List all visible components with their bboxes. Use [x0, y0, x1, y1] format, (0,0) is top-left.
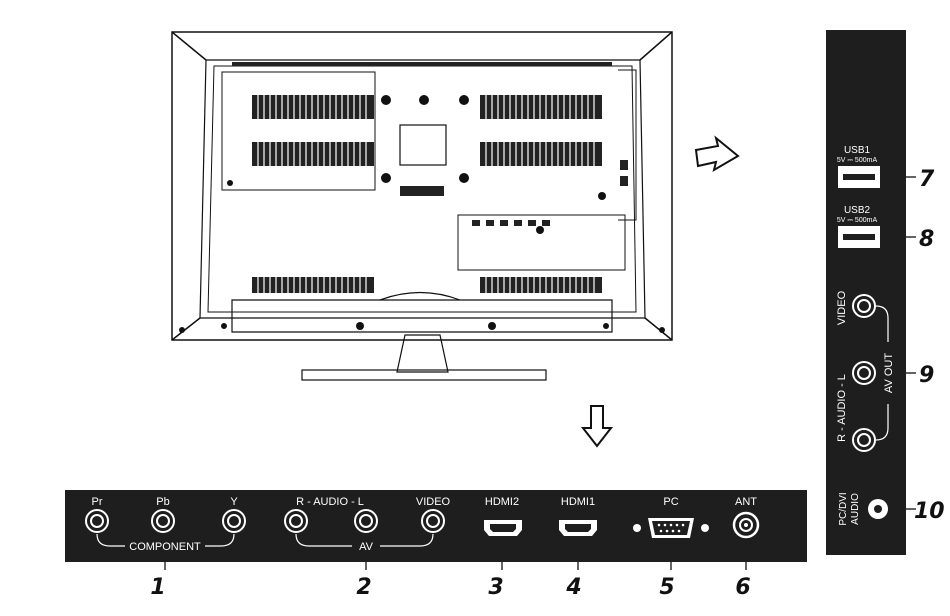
av-out-bracket [875, 305, 889, 441]
callout-4: 4 [565, 575, 581, 600]
av-video-label: VIDEO [416, 496, 451, 508]
component-rca-jacks [85, 509, 246, 533]
usb1-port [838, 166, 880, 188]
callout-6: 6 [735, 575, 750, 600]
tv-screw-holes [179, 95, 665, 333]
callout-5: 5 [659, 575, 674, 600]
av-out-video-label: VIDEO [836, 290, 848, 325]
usb2-port [838, 226, 880, 248]
bottom-callout-leaders [164, 562, 747, 570]
av-bracket [295, 533, 434, 547]
hdmi1-label: HDMI1 [561, 496, 595, 508]
hdmi1-port [559, 520, 597, 536]
av-audio-label: R - AUDIO - L [296, 496, 364, 508]
callout-3: 3 [488, 575, 503, 600]
ant-label: ANT [735, 496, 757, 508]
pc-dvi-audio-label-line1: PC/DVI [838, 492, 849, 525]
callout-2: 2 [356, 575, 371, 600]
callout-8: 8 [919, 227, 934, 252]
y-label: Y [230, 496, 238, 508]
usb1-label: USB1 [844, 145, 871, 156]
pc-vga-port [633, 518, 709, 538]
pr-label: Pr [92, 496, 103, 508]
pc-dvi-audio-jack [868, 499, 888, 519]
callout-7: 7 [919, 167, 935, 192]
side-connector-panel [826, 30, 906, 555]
tv-vent-slots [257, 95, 595, 293]
tv-rear-ports [472, 160, 628, 226]
pb-label: Pb [156, 496, 169, 508]
av-out-rca-jacks [852, 294, 876, 452]
hollow-arrow-down-icon [580, 405, 614, 448]
av-rca-jacks [284, 509, 445, 533]
callout-10: 10 [914, 499, 945, 524]
component-bracket [96, 533, 235, 547]
pc-dvi-audio-label-line2: AUDIO [850, 493, 861, 525]
hdmi2-port [484, 520, 522, 536]
usb1-rating: 5V ⎓ 500mA [837, 157, 878, 164]
ant-coax-port [732, 511, 760, 539]
av-out-label: AV OUT [883, 353, 895, 393]
usb2-label: USB2 [844, 205, 871, 216]
usb2-rating: 5V ⎓ 500mA [837, 217, 878, 224]
callout-1: 1 [150, 575, 165, 600]
component-label: COMPONENT [129, 541, 201, 553]
hdmi2-label: HDMI2 [485, 496, 519, 508]
side-callout-leaders [906, 176, 916, 510]
av-label: AV [359, 541, 374, 553]
tv-rear-illustration [171, 31, 673, 381]
tv-rating-label [400, 186, 444, 196]
hollow-arrow-right-icon [694, 135, 740, 173]
callout-9: 9 [919, 363, 934, 388]
pc-label: PC [663, 496, 678, 508]
av-out-audio-label: R - AUDIO - L [836, 374, 848, 442]
